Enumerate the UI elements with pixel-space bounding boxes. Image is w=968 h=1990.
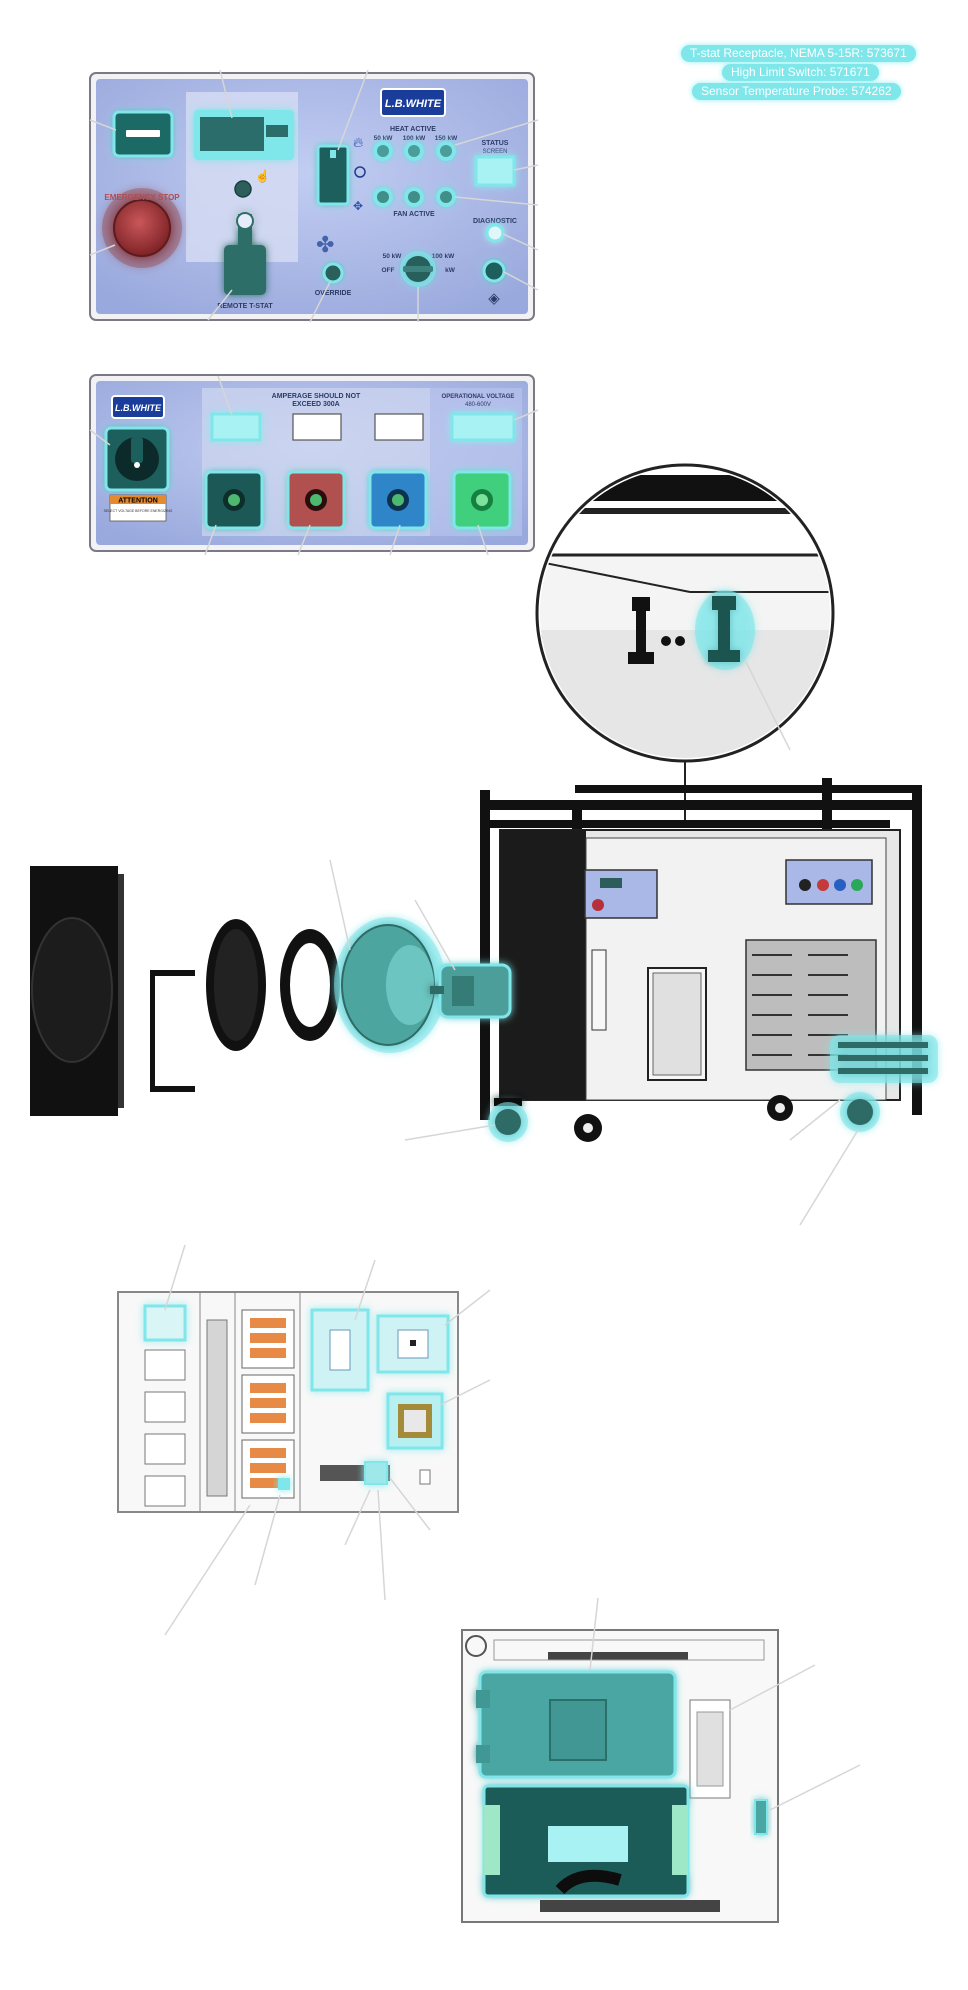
status-sublabel: SCREEN [482,149,507,155]
power-panel-leaders [89,375,539,556]
heater-exploded-view [30,778,938,1226]
internal-leaders [589,1597,861,1811]
level-100-label: 100 kW [403,135,426,142]
caster-front-left [488,1098,528,1142]
heat-selector-knob[interactable] [400,251,436,287]
legend-item-high-limit-switch: High Limit Switch: 571671 [722,64,879,81]
main-circuit-board [482,1784,690,1898]
ammeter-3 [374,413,424,441]
svg-text:L.B.WHITE: L.B.WHITE [385,98,442,110]
heating-element-assembly [830,1035,938,1083]
voltage-note-line2: 480-600V [465,402,491,408]
status-label: STATUS [482,140,509,147]
heater-module [316,144,350,206]
heat-active-label: HEAT ACTIVE [390,126,436,133]
voltage-note-line1: OPERATIONAL VOLTAGE [442,394,515,400]
power-brand-logo: L.B.WHITE [111,395,165,419]
level-50-label: 50 kW [374,135,394,142]
electrical-box [117,1244,491,1636]
main-disconnect-switch[interactable] [104,426,170,492]
legend-item-temperature-probe: Sensor Temperature Probe: 574262 [692,83,901,100]
blower-motor [430,963,512,1019]
control-panel-leaders [89,69,539,323]
override-label: OVERRIDE [315,290,352,297]
remote-tstat-label: REMOTE T-STAT [217,303,273,310]
knob-right-label: 100 kW [432,253,455,260]
amperage-note-line1: AMPERAGE SHOULD NOT [272,393,361,400]
diagnostic-label: DIAGNOSTIC [473,218,517,225]
power-panel: L.B.WHITE ATTENTION SELECT VOLTAGE BEFOR… [89,374,539,556]
heater-leaders [329,859,859,1226]
control-panel: EMERGENCY STOP ☝ REMOTE T-STAT ✤ OVERRID… [89,69,539,323]
electrical-leaders [164,1244,491,1636]
power-receptacle-2[interactable] [286,470,346,530]
emergency-stop-button[interactable] [102,188,182,268]
diamond-icon: ◈ [488,290,500,307]
power-receptacle-4[interactable] [452,470,512,530]
knob-left-label: 50 kW [383,253,403,260]
internal-view [461,1597,861,1923]
fan-icon: ✤ [316,232,334,257]
power-switch[interactable] [112,110,174,158]
terminal-strip [206,1319,228,1497]
estop-label: EMERGENCY STOP [104,193,180,202]
remote-tstat-receptacle[interactable] [224,212,266,295]
status-screen [474,155,516,187]
diagnostic-light [485,223,505,243]
detail-magnifier [535,463,835,825]
caster-rear-right [840,1092,880,1132]
amperage-note-line2: EXCEED 300A [292,401,339,408]
reset-knob[interactable] [234,180,252,198]
power-receptacle-1[interactable] [204,470,264,530]
relay-column [143,1304,187,1507]
svg-text:SELECT VOLTAGE BEFORE ENERGIZI: SELECT VOLTAGE BEFORE ENERGIZING [104,509,173,513]
high-limit-switch [695,590,755,670]
ammeter-1 [210,412,262,442]
ammeter-2 [292,413,342,441]
fan-indicator-lights [373,187,456,207]
fan-small-icon: ✥ [353,199,363,213]
power-transformer [476,1670,677,1779]
reset-button[interactable] [482,259,506,283]
contactor-group [241,1309,295,1499]
legend-item-tstat-receptacle: T-stat Receptacle, NEMA 5-15R: 573671 [681,45,916,62]
sensor-temperature-probe [628,597,685,664]
svg-text:ATTENTION: ATTENTION [118,498,158,505]
brand-logo: L.B.WHITE [380,88,446,117]
fan-active-label: FAN ACTIVE [393,211,435,218]
override-button[interactable] [322,262,344,284]
mini-control-panel [584,869,658,919]
flame-icon: 🔥︎ [353,134,363,150]
blower-wheel [334,917,446,1053]
power-receptacle-3[interactable] [368,470,428,530]
hand-icon: ☝ [255,168,270,183]
attention-label: ATTENTION SELECT VOLTAGE BEFORE ENERGIZI… [104,494,173,522]
knob-max-label: kW [445,267,456,274]
knob-off-label: OFF [382,267,395,274]
digital-display [194,110,294,160]
heat-indicator-lights [373,141,456,161]
side-sensor [754,1799,768,1835]
svg-text:L.B.WHITE: L.B.WHITE [115,403,162,413]
gasket-frame [150,970,195,1092]
voltmeter [450,412,516,442]
indicator-ring [354,166,366,178]
level-150-label: 150 kW [435,135,458,142]
